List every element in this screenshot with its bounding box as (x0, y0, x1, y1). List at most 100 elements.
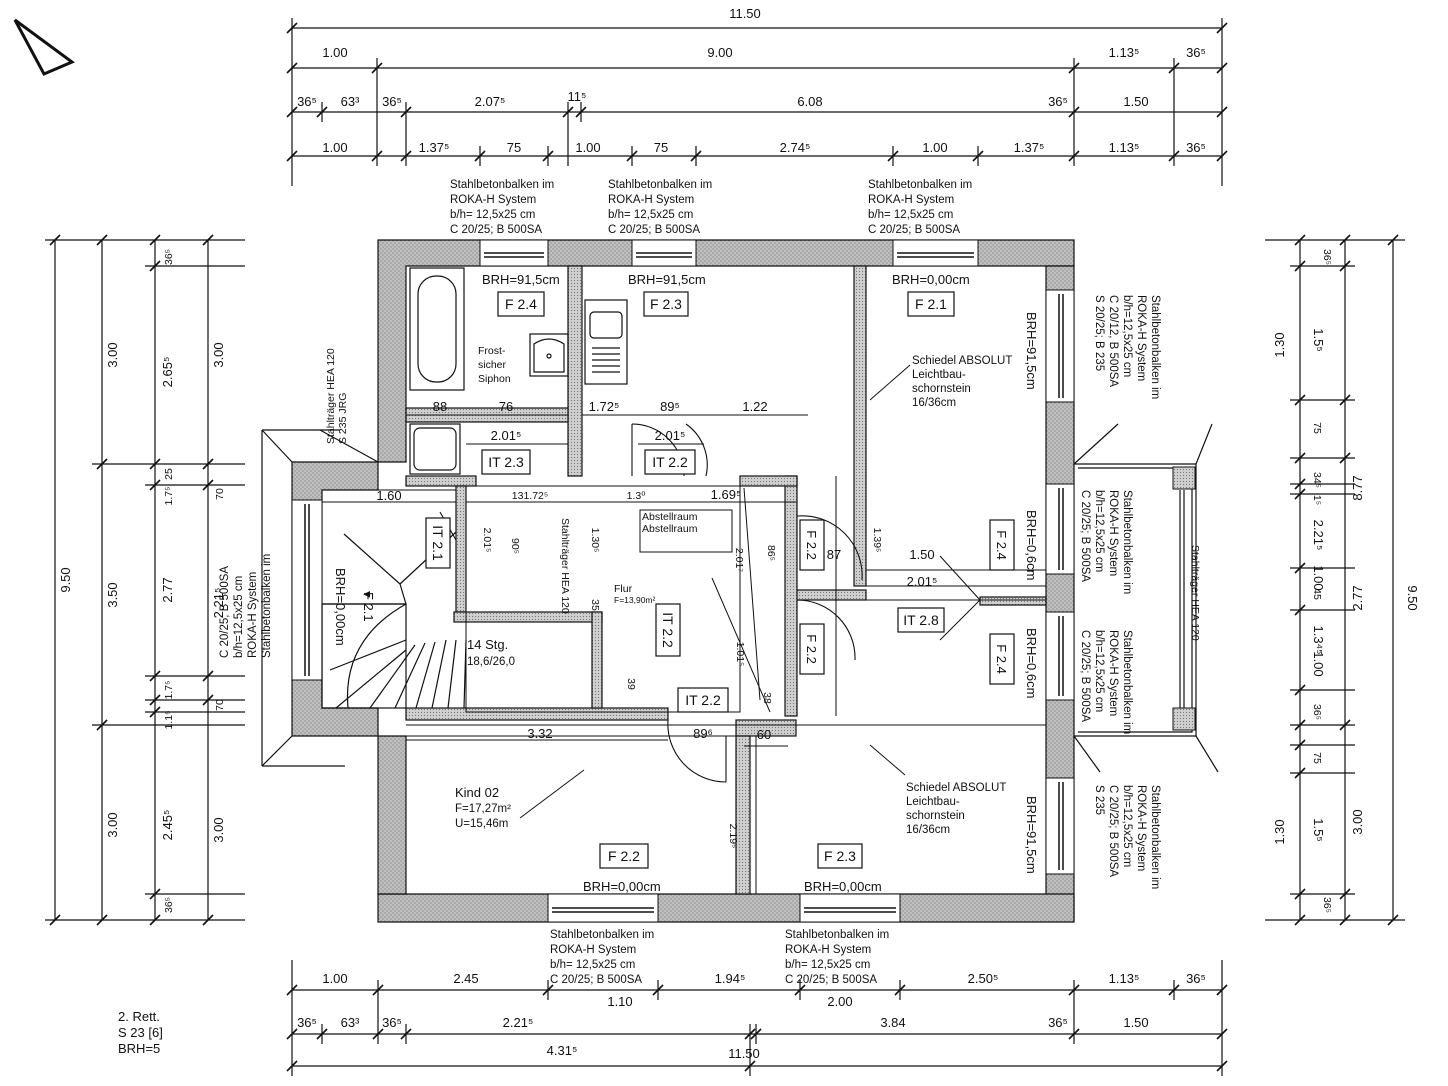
brh-f21: BRH=0,00cm (892, 272, 970, 287)
door-it28-label: IT 2.8 (903, 612, 939, 628)
svg-text:2.19⁵: 2.19⁵ (727, 824, 739, 849)
svg-text:2.01⁵: 2.01⁵ (491, 428, 522, 443)
svg-text:70: 70 (214, 699, 226, 711)
svg-text:3.00: 3.00 (105, 812, 120, 837)
north-arrow-icon (13, 18, 75, 76)
top-beam-note-3: Stahlbetonbalken im ROKA-H System b/h= 1… (868, 179, 972, 236)
svg-text:Stahlbetonbalken im: Stahlbetonbalken im (608, 179, 712, 191)
svg-text:1.7⁵: 1.7⁵ (163, 487, 175, 506)
bottom-dimension-ticks (286, 984, 1228, 1072)
left-dimension-ticks (49, 234, 214, 926)
interior-walls (405, 265, 1047, 895)
svg-text:b/h=12,5x25 cm: b/h=12,5x25 cm (233, 576, 245, 658)
svg-text:1.3⁴⁵: 1.3⁴⁵ (1311, 625, 1326, 654)
window-f23b-label: F 2.3 (824, 848, 856, 864)
svg-text:Stahlbetonbalken im: Stahlbetonbalken im (868, 179, 972, 191)
door-it21-label: IT 2.1 (430, 525, 446, 561)
bottom-dim-row2: 36⁵ 63³ 36⁵ 2.21⁵ 3.84 36⁵ 1.50 (297, 1015, 1149, 1030)
svg-text:Frost-: Frost- (478, 345, 506, 357)
left-beam-note: C 20/25; B 500SA b/h=12,5x25 cm ROKA-H S… (219, 554, 273, 658)
svg-text:36⁵: 36⁵ (1186, 140, 1206, 155)
svg-text:b/h=12,5x25 cm: b/h=12,5x25 cm (1093, 490, 1105, 572)
svg-text:Siphon: Siphon (478, 373, 511, 385)
right-beam-note-3: Stahlbetonbalken im ROKA-H System b/h=12… (1079, 630, 1133, 734)
svg-text:39: 39 (625, 678, 637, 690)
svg-text:8.77: 8.77 (1350, 475, 1365, 500)
svg-text:36⁵: 36⁵ (1186, 45, 1206, 60)
svg-text:2.01⁵: 2.01⁵ (481, 528, 493, 553)
svg-text:BRH=5: BRH=5 (118, 1041, 160, 1056)
svg-text:1.69⁵: 1.69⁵ (711, 487, 742, 502)
svg-text:1.1⁵: 1.1⁵ (163, 711, 175, 730)
interior-lines (322, 485, 1046, 894)
svg-text:2. Rett.: 2. Rett. (118, 1009, 160, 1024)
room-kind-02: Kind 02 F=17,27m² U=15,46m (455, 785, 511, 830)
svg-text:2.01⁵: 2.01⁵ (655, 428, 686, 443)
right-dim-texts: 36⁵ 1.5⁵ 75 34⁵ 1⁵ 2.21⁵ 1.00 45 1.3⁴⁵ 1… (1272, 249, 1420, 913)
door-label-boxes (481, 449, 945, 713)
svg-text:2.00: 2.00 (827, 994, 852, 1009)
top-dim-row3: 1.00 1.37⁵ 75 1.00 75 2.74⁵ 1.00 1.37⁵ 1… (322, 140, 1206, 155)
svg-text:1.30: 1.30 (1272, 819, 1287, 844)
hea-right-note: Stahlträger HEA 120 (1189, 545, 1201, 641)
svg-text:36⁵: 36⁵ (382, 94, 402, 109)
svg-text:1.00: 1.00 (322, 140, 347, 155)
brh-bottom-2: BRH=0,00cm (804, 879, 882, 894)
window-f22a-label: F 2.2 (804, 530, 819, 560)
window-f24b-label: F 2.4 (994, 644, 1009, 674)
bottom-dim-row1: 1.00 2.45 1.94⁵ 2.50⁵ 1.13⁵ 36⁵ 1.10 2.0… (322, 971, 1206, 1009)
brh-left: BRH=0,00cm (333, 568, 348, 646)
svg-text:2.21⁵: 2.21⁵ (1311, 520, 1326, 551)
svg-text:2.45: 2.45 (453, 971, 478, 986)
svg-text:2.01⁵: 2.01⁵ (907, 574, 938, 589)
interior-dim-texts: 88 76 1.72⁵ 89⁵ 1.22 2.01⁵ 2.01⁵ 1.60 13… (376, 399, 937, 848)
door-it22c-label: IT 2.2 (685, 692, 721, 708)
top-dimension-lines (291, 18, 1223, 186)
svg-text:16/36cm: 16/36cm (906, 824, 950, 836)
window-f21-left-label: F 2.1 (361, 592, 376, 622)
brh-bottom-1: BRH=0,00cm (583, 879, 661, 894)
svg-text:Flur: Flur (614, 583, 633, 595)
top-beam-note-2: Stahlbetonbalken im ROKA-H System b/h= 1… (608, 179, 712, 236)
staircase (321, 531, 467, 709)
column-hatch (1172, 707, 1196, 731)
svg-text:1.13⁵: 1.13⁵ (1109, 140, 1140, 155)
chimney-note-2: Schiedel ABSOLUT Leichtbau- schornstein … (906, 782, 1006, 836)
svg-text:38: 38 (761, 692, 773, 704)
svg-text:6.08: 6.08 (797, 94, 822, 109)
svg-text:1.94⁵: 1.94⁵ (715, 971, 746, 986)
svg-text:2.50⁵: 2.50⁵ (968, 971, 999, 986)
svg-text:75: 75 (507, 140, 521, 155)
svg-text:1.01⁵: 1.01⁵ (734, 642, 746, 667)
svg-text:C 20/25; B 500SA: C 20/25; B 500SA (450, 224, 542, 236)
brh-right-1: BRH=91,5cm (1024, 312, 1039, 390)
svg-text:b/h=12,5x25 cm: b/h=12,5x25 cm (1121, 295, 1133, 377)
svg-text:Abstellraum: Abstellraum (642, 523, 698, 535)
svg-text:1.5⁵: 1.5⁵ (1311, 328, 1326, 351)
frost-siphon-label: Frost- sicher Siphon (478, 345, 511, 385)
svg-text:ROKA-H System: ROKA-H System (550, 944, 636, 956)
svg-text:1.00: 1.00 (322, 45, 347, 60)
stair-arrow-label: ▲ (361, 589, 373, 600)
svg-text:9.50: 9.50 (58, 567, 73, 592)
svg-text:Stahlbetonbalken im: Stahlbetonbalken im (1121, 630, 1133, 734)
svg-text:1.30: 1.30 (1272, 332, 1287, 357)
svg-text:1.00: 1.00 (322, 971, 347, 986)
svg-text:3.84: 3.84 (880, 1015, 905, 1030)
window-f24-label: F 2.4 (505, 296, 537, 312)
brh-right-2: BRH=0,6cm (1024, 510, 1039, 580)
svg-text:9.00: 9.00 (707, 45, 732, 60)
room-flur: Flur F=13,90m² (614, 583, 656, 605)
brh-f23: BRH=91,5cm (628, 272, 706, 287)
svg-text:131.72⁵: 131.72⁵ (512, 490, 548, 502)
svg-text:1.50: 1.50 (1123, 1015, 1148, 1030)
window-f23-label: F 2.3 (650, 296, 682, 312)
left-dimension-lines (45, 239, 245, 921)
shower-icon (409, 423, 461, 475)
left-dim-texts: 9.50 3.00 3.50 3.00 36⁵ 2.65⁵ 25 1.7⁵ 2.… (58, 249, 226, 913)
svg-text:schornstein: schornstein (912, 383, 971, 395)
hea-left-note: Stahlträger HEA 120 S 235 JRG (325, 348, 349, 444)
right-beam-note-4: Stahlbetonbalken im ROKA-H System b/h=12… (1093, 785, 1161, 889)
svg-text:34⁵: 34⁵ (1311, 472, 1323, 488)
svg-text:1.22: 1.22 (742, 399, 767, 414)
